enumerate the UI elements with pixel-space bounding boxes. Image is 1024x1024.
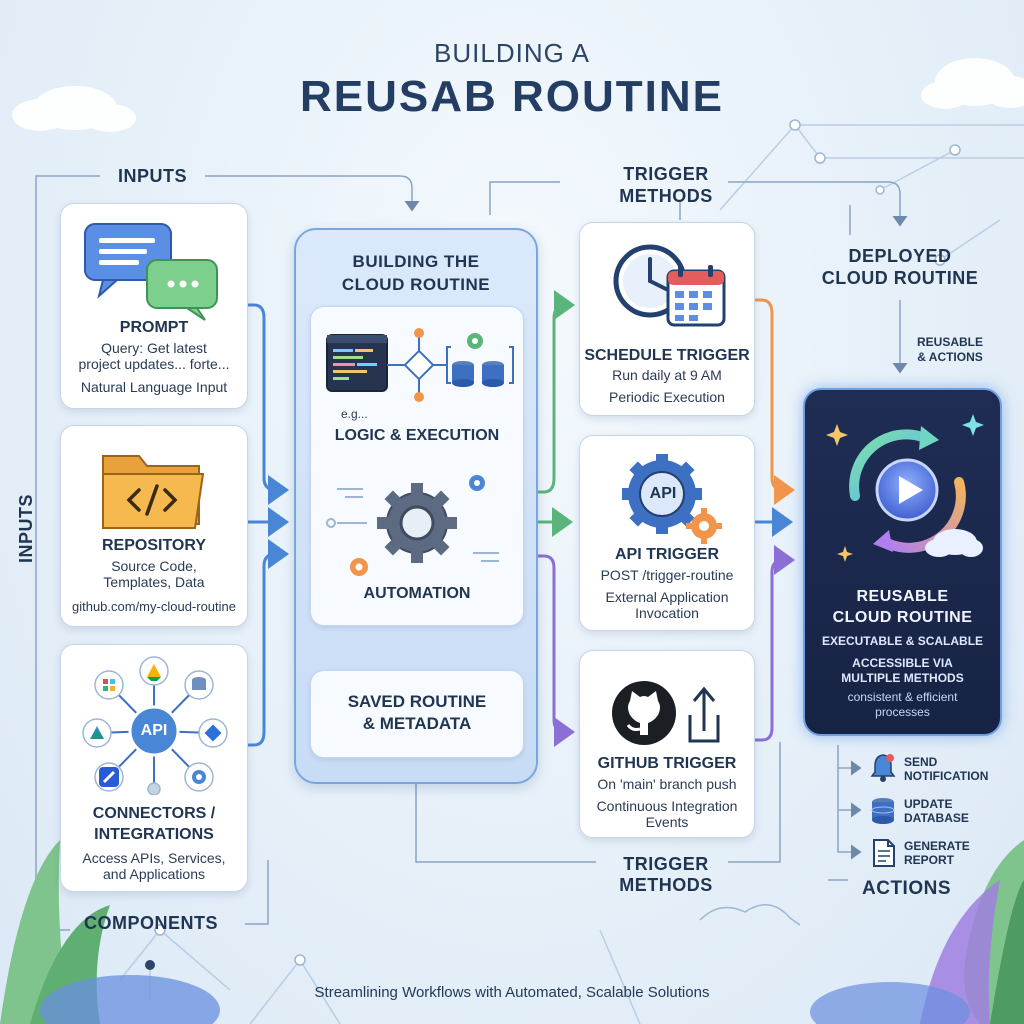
connectors-card[interactable]: API CONNECTORS / INTEGRATIONS Access API… bbox=[60, 644, 248, 892]
center-title: BUILDING THE CLOUD ROUTINE bbox=[341, 252, 491, 294]
trigger-methods-top-label: TRIGGER METHODS bbox=[619, 164, 713, 206]
github-trigger-line-3: Events bbox=[645, 814, 689, 830]
automation-label: AUTOMATION bbox=[363, 585, 471, 602]
action-generate-report[interactable]: GENERATE REPORT bbox=[904, 839, 970, 867]
api-badge-label: API bbox=[649, 485, 677, 502]
connectors-hub-label: API bbox=[140, 722, 168, 739]
action-send-notification[interactable]: SEND NOTIFICATION bbox=[904, 755, 989, 783]
repository-line-2: Templates, Data bbox=[103, 574, 205, 590]
api-network-icon bbox=[82, 656, 228, 795]
database-icon bbox=[871, 798, 895, 824]
deployed-label: DEPLOYED CLOUD ROUTINE bbox=[821, 246, 979, 288]
schedule-trigger-card[interactable]: SCHEDULE TRIGGER Run daily at 9 AM Perio… bbox=[579, 222, 755, 416]
saved-routine-label: SAVED ROUTINE & METADATA bbox=[347, 692, 487, 733]
automation-gear-icon bbox=[326, 475, 499, 576]
clock-calendar-icon bbox=[613, 244, 726, 327]
api-gear-icon bbox=[622, 454, 722, 544]
repository-url: github.com/my-cloud-routine bbox=[71, 599, 237, 614]
building-routine-panel: BUILDING THE CLOUD ROUTINE e.g... LOGIC … bbox=[294, 228, 538, 784]
actions-label: ACTIONS bbox=[862, 878, 951, 899]
prompt-line-3: Natural Language Input bbox=[80, 379, 228, 395]
components-label: COMPONENTS bbox=[84, 913, 219, 933]
prompt-line-2: project updates... forte... bbox=[78, 356, 230, 372]
inputs-top-label: INPUTS bbox=[118, 166, 188, 186]
github-trigger-line-1: On 'main' branch push bbox=[597, 776, 737, 792]
github-trigger-title: GITHUB TRIGGER bbox=[597, 755, 737, 772]
document-icon bbox=[873, 839, 895, 867]
deployed-line-2: ACCESSIBLE VIA MULTIPLE METHODS bbox=[841, 656, 964, 685]
action-update-database[interactable]: UPDATE DATABASE bbox=[904, 797, 969, 825]
chat-bubbles-icon bbox=[84, 223, 218, 321]
prompt-title: PROMPT bbox=[119, 319, 189, 336]
logic-execution-card[interactable]: e.g... LOGIC & EXECUTION AUTOMATION bbox=[310, 306, 524, 626]
reusable-actions-label: REUSABLE & ACTIONS bbox=[916, 335, 983, 364]
deployed-title: REUSABLE CLOUD ROUTINE bbox=[832, 588, 973, 626]
prompt-line-1: Query: Get latest bbox=[101, 340, 207, 356]
api-trigger-line-3: Invocation bbox=[635, 605, 699, 621]
logic-execution-label: LOGIC & EXECUTION bbox=[334, 427, 500, 444]
deployed-line-1: EXECUTABLE & SCALABLE bbox=[821, 634, 984, 648]
schedule-line-2: Periodic Execution bbox=[609, 389, 725, 405]
footer-tagline: Streamlining Workflows with Automated, S… bbox=[314, 984, 710, 1001]
connectors-line-2: and Applications bbox=[103, 866, 205, 882]
connectors-title: CONNECTORS / bbox=[92, 805, 216, 822]
code-flow-icon bbox=[326, 328, 514, 402]
api-trigger-card[interactable]: API API TRIGGER POST /trigger-routine Ex… bbox=[579, 435, 755, 631]
connectors-title-2: INTEGRATIONS bbox=[94, 826, 214, 843]
api-trigger-line-1: POST /trigger-routine bbox=[600, 567, 734, 583]
github-upload-icon bbox=[612, 681, 720, 745]
github-trigger-line-2: Continuous Integration bbox=[596, 798, 738, 814]
page-title: REUSAB ROUTINE bbox=[299, 72, 725, 121]
prompt-card[interactable]: PROMPT Query: Get latest project updates… bbox=[60, 203, 248, 409]
schedule-line-1: Run daily at 9 AM bbox=[612, 367, 722, 383]
repository-card[interactable]: REPOSITORY Source Code, Templates, Data … bbox=[60, 425, 248, 627]
repository-line-1: Source Code, bbox=[111, 558, 197, 574]
repository-title: REPOSITORY bbox=[101, 537, 207, 554]
api-trigger-title: API TRIGGER bbox=[614, 546, 719, 563]
connectors-line-1: Access APIs, Services, bbox=[82, 850, 226, 866]
github-trigger-card[interactable]: GITHUB TRIGGER On 'main' branch push Con… bbox=[579, 650, 755, 838]
reusable-loop-play-icon bbox=[826, 414, 984, 562]
bell-icon bbox=[870, 754, 896, 782]
inputs-side-label: INPUTS bbox=[16, 493, 37, 564]
schedule-title: SCHEDULE TRIGGER bbox=[584, 347, 750, 364]
reusable-routine-card[interactable]: REUSABLE CLOUD ROUTINE EXECUTABLE & SCAL… bbox=[803, 388, 1002, 736]
trigger-methods-bottom-label: TRIGGER METHODS bbox=[619, 854, 713, 895]
saved-routine-card[interactable]: SAVED ROUTINE & METADATA bbox=[310, 670, 524, 758]
deployed-line-3: consistent & efficient processes bbox=[847, 690, 958, 719]
title-line-1: BUILDING A bbox=[434, 38, 590, 68]
folder-code-icon bbox=[102, 455, 205, 529]
api-trigger-line-2: External Application bbox=[605, 589, 729, 605]
eg-label: e.g... bbox=[341, 407, 368, 421]
